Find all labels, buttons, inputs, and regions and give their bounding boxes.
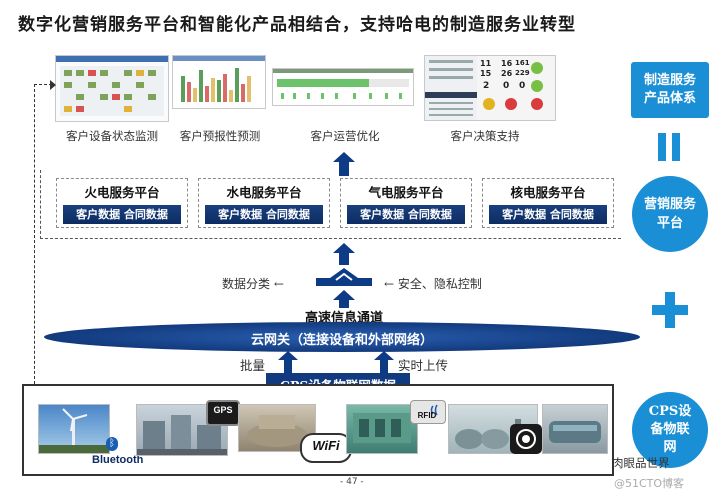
marketing-platform-circle: 营销服务平台 (632, 176, 708, 252)
platform-hydro-bar: 客户数据 合同数据 (205, 205, 323, 224)
security-privacy-label: ← 安全、隐私控制 (384, 277, 482, 291)
data-classify-label: 数据分类 ← (222, 277, 284, 291)
platform-thermal: 火电服务平台 客户数据 合同数据 (56, 178, 188, 228)
screen-ops-optimize (272, 68, 414, 106)
left-dashed-connector-top (34, 84, 52, 86)
screen-predictive (172, 55, 266, 109)
platforms-outer-border (40, 170, 621, 239)
batch-label: 批量 (240, 358, 266, 373)
photo-wind-turbine (38, 404, 110, 454)
platform-hydro: 水电服务平台 客户数据 合同数据 (198, 178, 330, 228)
dash-r1c1-bot: 15 (480, 69, 492, 78)
caption-predictive: 客户预报性预测 (179, 129, 261, 143)
dash-r1c1-top: 11 (480, 59, 492, 68)
platform-gas-bar: 客户数据 合同数据 (347, 205, 465, 224)
gps-badge (206, 400, 240, 426)
screen-status-monitor (55, 55, 169, 122)
platform-thermal-bar: 客户数据 合同数据 (63, 205, 181, 224)
page-number: - 47 - (340, 477, 364, 487)
photo-generator (542, 404, 608, 454)
service-system-box: 制造服务产品体系 (631, 62, 709, 118)
caption-decision: 客户决策支持 (450, 129, 520, 143)
ops-optimize-thumbnail (273, 69, 413, 99)
dash-r1c3-top: 161 (515, 59, 530, 67)
status-monitor-thumbnail (56, 56, 168, 116)
nfc-icon (510, 424, 542, 454)
platform-thermal-title: 火电服务平台 (84, 185, 160, 200)
page-title: 数字化营销服务平台和智能化产品相结合，支持哈电的制造服务业转型 (18, 15, 576, 35)
arrow-up-lower (333, 290, 355, 308)
platform-hydro-title: 水电服务平台 (226, 185, 302, 200)
platform-gas-title: 气电服务平台 (368, 185, 444, 200)
bluetooth-label: Bluetooth (92, 454, 144, 466)
screen-decision: 11 15 16 26 161 229 2 0 0 (424, 55, 556, 121)
predictive-thumbnail (173, 56, 265, 102)
wifi-label: WiFi (312, 438, 340, 453)
plus-sign (652, 292, 688, 328)
platform-gas: 气电服务平台 客户数据 合同数据 (340, 178, 472, 228)
platform-nuclear-title: 核电服务平台 (510, 185, 586, 200)
cloud-gateway-ellipse (44, 322, 640, 352)
data-router-icon (316, 268, 372, 286)
caption-ops-optimize: 客户运营优化 (310, 129, 380, 143)
rfid-label: RFID (417, 411, 437, 420)
dash-r2c3: 0 (519, 81, 526, 91)
watermark-line2: @51CTO博客 (614, 477, 685, 490)
dash-r2c2: 0 (503, 81, 510, 91)
platform-nuclear-bar: 客户数据 合同数据 (489, 205, 607, 224)
marketing-platform-label: 营销服务平台 (643, 197, 696, 231)
dash-r1c3-bot: 229 (515, 69, 530, 77)
platform-nuclear: 核电服务平台 客户数据 合同数据 (482, 178, 614, 228)
arrow-up-mid (333, 243, 355, 265)
left-dashed-arrowhead (50, 80, 56, 90)
bluetooth-icon: ᛒ (106, 437, 118, 451)
cps-iot-circle: CPS设备物联网 (632, 392, 708, 468)
dash-r1c2-bot: 26 (501, 69, 513, 78)
cps-iot-label: CPS设备物联网 (648, 404, 692, 455)
rfid-icon (410, 400, 446, 424)
arrow-up-top (333, 152, 355, 176)
cloud-gateway-label: 云网关（连接设备和外部网络） (250, 333, 433, 348)
equals-sign (658, 133, 682, 163)
photo-control-room (346, 404, 418, 454)
batch-arrow (278, 351, 298, 377)
gps-label: GPS (213, 405, 233, 415)
dash-r2c1: 2 (483, 81, 490, 91)
realtime-arrow (374, 351, 394, 377)
service-system-label: 制造服务产品体系 (643, 73, 696, 106)
wifi-badge (300, 433, 352, 463)
dash-r1c2-top: 16 (501, 59, 513, 68)
watermark-line1: 肉眼品世界 (612, 456, 670, 470)
decision-thumbnail (425, 56, 543, 120)
caption-status-monitor: 客户设备状态监测 (66, 129, 158, 143)
left-dashed-connector (34, 84, 36, 384)
realtime-label: 实时上传 (398, 358, 449, 373)
